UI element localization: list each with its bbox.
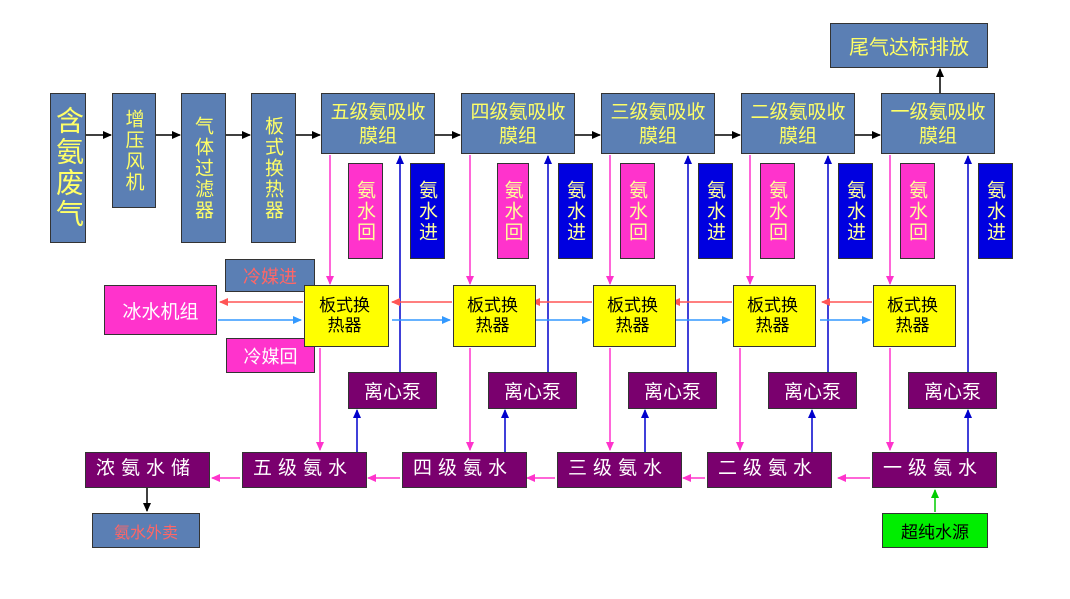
pump-5: 离心泵: [348, 372, 437, 409]
membrane-module-4: 四级氨吸收膜组: [461, 93, 575, 154]
pump-1: 离心泵: [908, 372, 997, 409]
ammonia-in-label-3: 氨水进: [698, 163, 733, 259]
pump-4: 离心泵: [488, 372, 577, 409]
membrane-module-5: 五级氨吸收膜组: [321, 93, 435, 154]
ammonia-tank-3: 三级氨水: [557, 452, 682, 488]
ammonia-tank-4: 四级氨水: [402, 452, 527, 488]
plate-hx-5: 板式换热器: [304, 285, 389, 347]
ammonia-return-label-3: 氨水回: [620, 163, 655, 259]
ammonia-return-label-4: 氨水回: [497, 163, 529, 259]
pump-2: 离心泵: [768, 372, 857, 409]
ammonia-in-label-4: 氨水进: [558, 163, 593, 259]
membrane-module-3: 三级氨吸收膜组: [601, 93, 715, 154]
pump-3: 离心泵: [628, 372, 717, 409]
coolant-in-label: 冷媒进: [225, 259, 315, 292]
chiller-box: 冰水机组: [104, 285, 217, 335]
pure-water-box: 超纯水源: [882, 513, 988, 548]
membrane-module-2: 二级氨吸收膜组: [741, 93, 855, 154]
ammonia-tank-1: 一级氨水: [872, 452, 997, 488]
ammonia-tank-2: 二级氨水: [707, 452, 832, 488]
plate-hx-1: 板式换热器: [873, 285, 956, 347]
membrane-module-1: 一级氨吸收膜组: [881, 93, 995, 154]
ammonia-in-label-5: 氨水进: [410, 163, 445, 259]
ammonia-return-label-5: 氨水回: [348, 163, 383, 259]
exhaust-box: 尾气达标排放: [830, 23, 988, 68]
storage-tank: 浓氨水储: [85, 452, 210, 488]
plate-hx-2: 板式换热器: [733, 285, 816, 347]
ammonia-tank-5: 五级氨水: [242, 452, 367, 488]
ammonia-return-label-2: 氨水回: [760, 163, 795, 259]
feed-plate-hx-box: 板式换热器: [251, 93, 296, 243]
gas-filter-box: 气体过滤器: [181, 93, 226, 243]
ammonia-return-label-1: 氨水回: [900, 163, 935, 259]
booster-fan-box: 增压风机: [112, 93, 156, 208]
plate-hx-3: 板式换热器: [593, 285, 676, 347]
ammonia-in-label-2: 氨水进: [838, 163, 873, 259]
ammonia-gas-box: 含氨废气: [50, 93, 86, 243]
ammonia-in-label-1: 氨水进: [978, 163, 1013, 259]
coolant-return-label: 冷媒回: [226, 338, 315, 373]
ammonia-sale-box: 氨水外卖: [92, 513, 200, 548]
plate-hx-4: 板式换热器: [453, 285, 536, 347]
